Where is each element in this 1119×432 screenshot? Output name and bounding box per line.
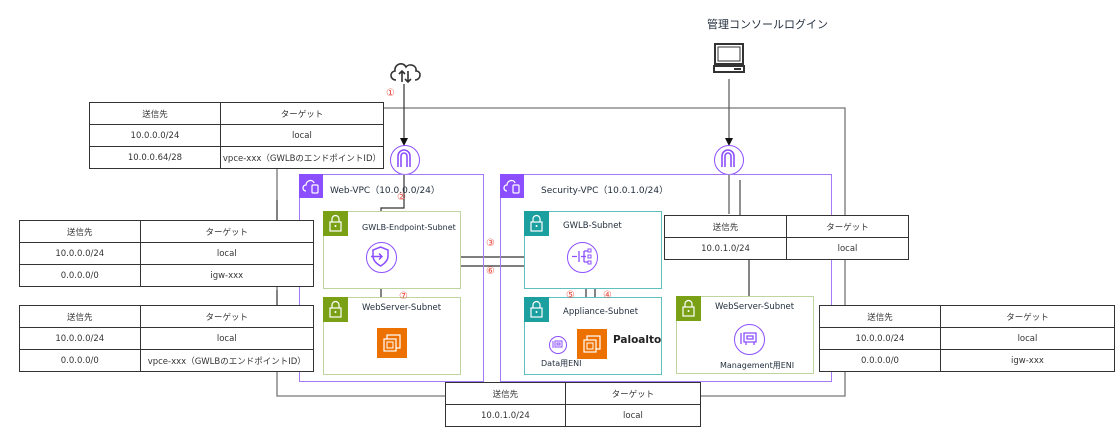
rt-cell: 0.0.0.0/0 bbox=[19, 264, 141, 287]
rt-header-target: ターゲット bbox=[564, 382, 702, 405]
rt-cell: local bbox=[939, 327, 1116, 350]
network-interface-icon bbox=[549, 336, 567, 354]
lock-icon bbox=[323, 211, 348, 236]
rt-cell: local bbox=[786, 237, 909, 260]
rt-cell: local bbox=[564, 404, 702, 427]
gwlb-endpoint-subnet-title: GWLB-Endpoint-Subnet bbox=[362, 223, 456, 232]
network-interface-icon bbox=[734, 324, 765, 355]
security-webserver-subnet-title: WebServer-Subnet bbox=[715, 302, 795, 312]
ec2-instance-icon bbox=[577, 329, 607, 359]
webserver-subnet-title: WebServer-Subnet bbox=[362, 303, 442, 313]
rt-cell: igw-xxx bbox=[139, 264, 315, 287]
step-2: ② bbox=[397, 192, 406, 203]
rt-cell: local bbox=[219, 124, 385, 147]
appliance-subnet: Appliance-Subnet bbox=[524, 297, 662, 375]
rt-header-dest: 送信先 bbox=[19, 220, 141, 243]
internet-gateway-icon bbox=[390, 145, 420, 175]
lock-icon bbox=[323, 297, 348, 322]
step-4: ④ bbox=[603, 290, 612, 301]
appliance-subnet-title: Appliance-Subnet bbox=[563, 307, 639, 317]
rt-cell: 10.0.0.0/24 bbox=[19, 327, 141, 350]
desktop-computer-icon bbox=[713, 42, 745, 74]
security-webserver-subnet: WebServer-Subnet bbox=[676, 296, 814, 374]
rt-header-target: ターゲット bbox=[139, 305, 315, 328]
gwlb-subnet-title: GWLB-Subnet bbox=[563, 221, 622, 231]
gateway-load-balancer-icon bbox=[567, 242, 598, 273]
cloud-upload-download-icon bbox=[388, 58, 422, 84]
lock-icon bbox=[524, 211, 549, 236]
step-3: ③ bbox=[486, 238, 495, 249]
rt-header-dest: 送信先 bbox=[445, 382, 566, 405]
rt-header-target: ターゲット bbox=[219, 102, 385, 125]
rt-cell: 10.0.1.0/24 bbox=[445, 404, 566, 427]
rt-cell: vpce-xxx（GWLBのエンドポイントID） bbox=[139, 349, 315, 372]
step-1: ① bbox=[386, 88, 395, 99]
rt-cell: 10.0.0.0/24 bbox=[819, 327, 941, 350]
rt-header-target: ターゲット bbox=[786, 215, 909, 238]
rt-cell: 0.0.0.0/0 bbox=[19, 349, 141, 372]
rt-cell: 10.0.1.0/24 bbox=[664, 237, 787, 260]
vpc-cloud-icon bbox=[299, 174, 323, 198]
internet-gateway-icon bbox=[714, 145, 744, 175]
lock-icon bbox=[676, 296, 701, 321]
step-6: ⑥ bbox=[486, 266, 495, 277]
rt-cell: 10.0.0.0/24 bbox=[19, 242, 141, 265]
gwlb-endpoint-icon bbox=[366, 242, 397, 273]
rt-header-dest: 送信先 bbox=[19, 305, 141, 328]
vpc-cloud-icon bbox=[500, 174, 524, 198]
rt-cell: local bbox=[139, 242, 315, 265]
rt-header-dest: 送信先 bbox=[819, 305, 941, 328]
rt-header-dest: 送信先 bbox=[664, 215, 787, 238]
rt-cell: 10.0.0.0/24 bbox=[89, 124, 221, 147]
web-vpc-title: Web-VPC（10.0.0.0/24） bbox=[330, 186, 440, 196]
security-vpc-title: Security-VPC（10.0.1.0/24） bbox=[541, 186, 669, 196]
mgmt-console-label: 管理コンソールログイン bbox=[707, 18, 828, 31]
rt-cell: igw-xxx bbox=[939, 349, 1116, 372]
ec2-instance-icon bbox=[377, 328, 407, 358]
step-5: ⑤ bbox=[566, 290, 575, 301]
lock-icon bbox=[524, 297, 549, 322]
rt-cell: 0.0.0.0/0 bbox=[819, 349, 941, 372]
security-vpc: Security-VPC（10.0.1.0/24） bbox=[500, 174, 832, 382]
mgmt-eni-label: Management用ENI bbox=[720, 361, 795, 370]
rt-cell: vpce-xxx（GWLBのエンドポイントID） bbox=[219, 146, 385, 169]
rt-cell: 10.0.0.64/28 bbox=[89, 146, 221, 169]
step-7: ⑦ bbox=[399, 291, 408, 302]
rt-cell: local bbox=[139, 327, 315, 350]
rt-header-target: ターゲット bbox=[939, 305, 1116, 328]
paloalto-label: Paloalto bbox=[613, 334, 662, 346]
rt-header-dest: 送信先 bbox=[89, 102, 221, 125]
data-eni-label: Data用ENI bbox=[541, 359, 582, 368]
rt-header-target: ターゲット bbox=[139, 220, 315, 243]
